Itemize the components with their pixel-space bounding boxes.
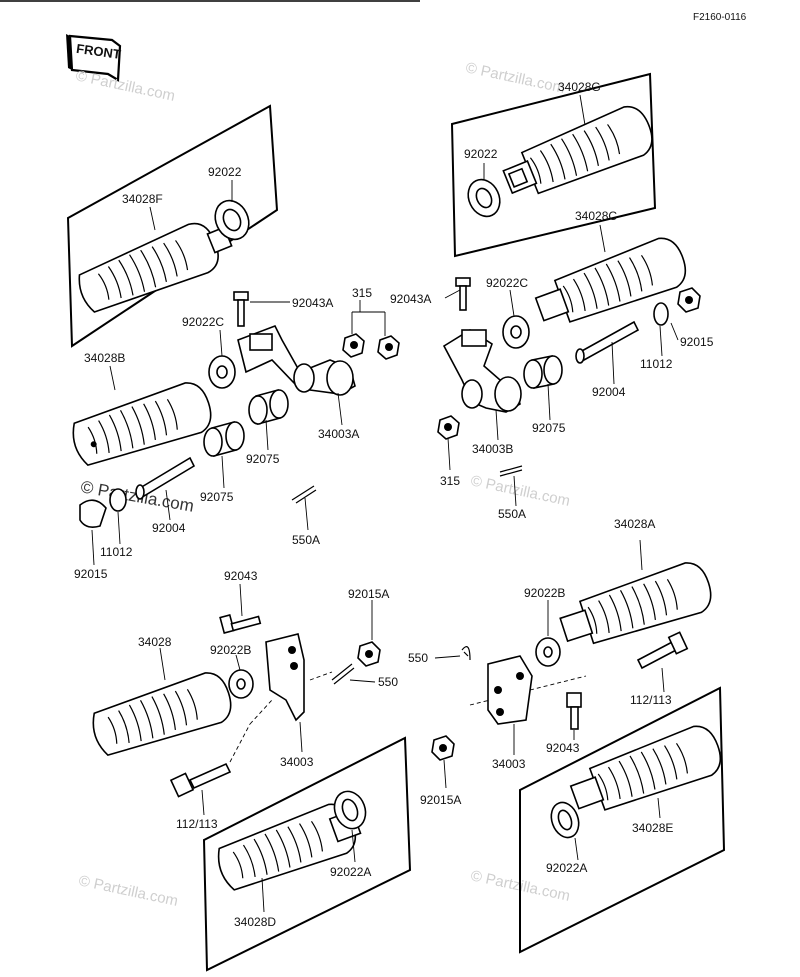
label-92015A-right: 92015A (420, 793, 461, 807)
label-92015-left: 92015 (74, 567, 108, 581)
front-label: FRONT (75, 41, 121, 62)
label-92043-right: 92043 (546, 741, 580, 755)
label-34028C: 34028C (575, 209, 617, 223)
label-315-top: 315 (352, 286, 372, 300)
front-direction-marker: FRONT (66, 34, 122, 82)
label-92022C-right: 92022C (486, 276, 528, 290)
label-550-right: 550 (378, 675, 398, 689)
footpeg-rubber-34028G (502, 105, 653, 195)
footpeg-rubber-34028A (559, 562, 712, 645)
label-112-113-right: 112/113 (630, 693, 672, 707)
label-315-bottom: 315 (440, 474, 460, 488)
bracket-34003A (237, 324, 356, 396)
label-550A-right: 550A (498, 507, 526, 521)
label-92004-left: 92004 (152, 521, 186, 535)
label-92022B-left: 92022B (210, 643, 251, 657)
label-92043-left: 92043 (224, 569, 258, 583)
label-92015A-left: 92015A (348, 587, 389, 601)
label-92004-right: 92004 (592, 385, 626, 399)
box-34028D (202, 736, 412, 972)
label-92075-left-upper: 92075 (246, 452, 280, 466)
label-550A-left: 550A (292, 533, 320, 547)
watermark-3: © Partzilla.com (469, 472, 571, 510)
footpeg-rubber-34028E (569, 725, 722, 811)
bracket-34003B (442, 329, 522, 413)
label-92022A-right: 92022A (330, 865, 371, 879)
label-112-113-left: 112/113 (176, 817, 218, 831)
box-34028E (519, 686, 726, 954)
label-92075-right: 92075 (532, 421, 566, 435)
label-34003A: 34003A (318, 427, 359, 441)
footpeg-rubber-34028 (92, 672, 232, 756)
label-34003-left: 34003 (280, 755, 314, 769)
label-92022-left: 92022 (208, 165, 242, 179)
label-34028B: 34028B (84, 351, 125, 365)
label-34028: 34028 (138, 635, 172, 649)
label-34028A: 34028A (614, 517, 655, 531)
footpeg-rubber-34028C (534, 237, 687, 323)
washers (109, 178, 669, 839)
bolts-and-pins (135, 277, 689, 798)
label-11012-left: 11012 (100, 545, 133, 559)
leader-lines (91, 94, 679, 913)
label-92022-top: 92022 (464, 147, 498, 161)
diagram-code: F2160-0116 (693, 12, 747, 23)
label-92022B-right: 92022B (524, 586, 565, 600)
label-34028E: 34028E (632, 821, 673, 835)
footpeg-rubber-34028B (72, 382, 212, 466)
label-34028F: 34028F (122, 192, 163, 206)
label-34028D: 34028D (234, 915, 276, 929)
spacers-92075 (203, 355, 563, 458)
watermark-4: © Partzilla.com (77, 872, 179, 910)
label-92022A-left: 92022A (546, 861, 587, 875)
label-92015-right: 92015 (680, 335, 714, 349)
label-92022C-left: 92022C (182, 315, 224, 329)
nuts (79, 287, 701, 761)
bracket-34003-left (265, 633, 305, 722)
label-92043A-left: 92043A (292, 296, 333, 310)
label-34003-right: 34003 (492, 757, 526, 771)
watermark-2: © Partzilla.com (464, 59, 566, 97)
label-92043A-right: 92043A (390, 292, 431, 306)
label-34003B: 34003B (472, 442, 513, 456)
box-34028G (450, 72, 657, 258)
watermark-1: © Partzilla.com (74, 67, 176, 105)
label-34028G: 34028G (558, 80, 601, 94)
box-34028F (66, 104, 279, 348)
label-11012-right: 11012 (640, 357, 673, 371)
bracket-34003-right (487, 655, 533, 725)
label-550-left: 550 (408, 651, 428, 665)
label-92075-left-lower: 92075 (200, 490, 234, 504)
part-labels: 34028G 92022 34028C 34028F 92022 92043A … (74, 80, 714, 929)
